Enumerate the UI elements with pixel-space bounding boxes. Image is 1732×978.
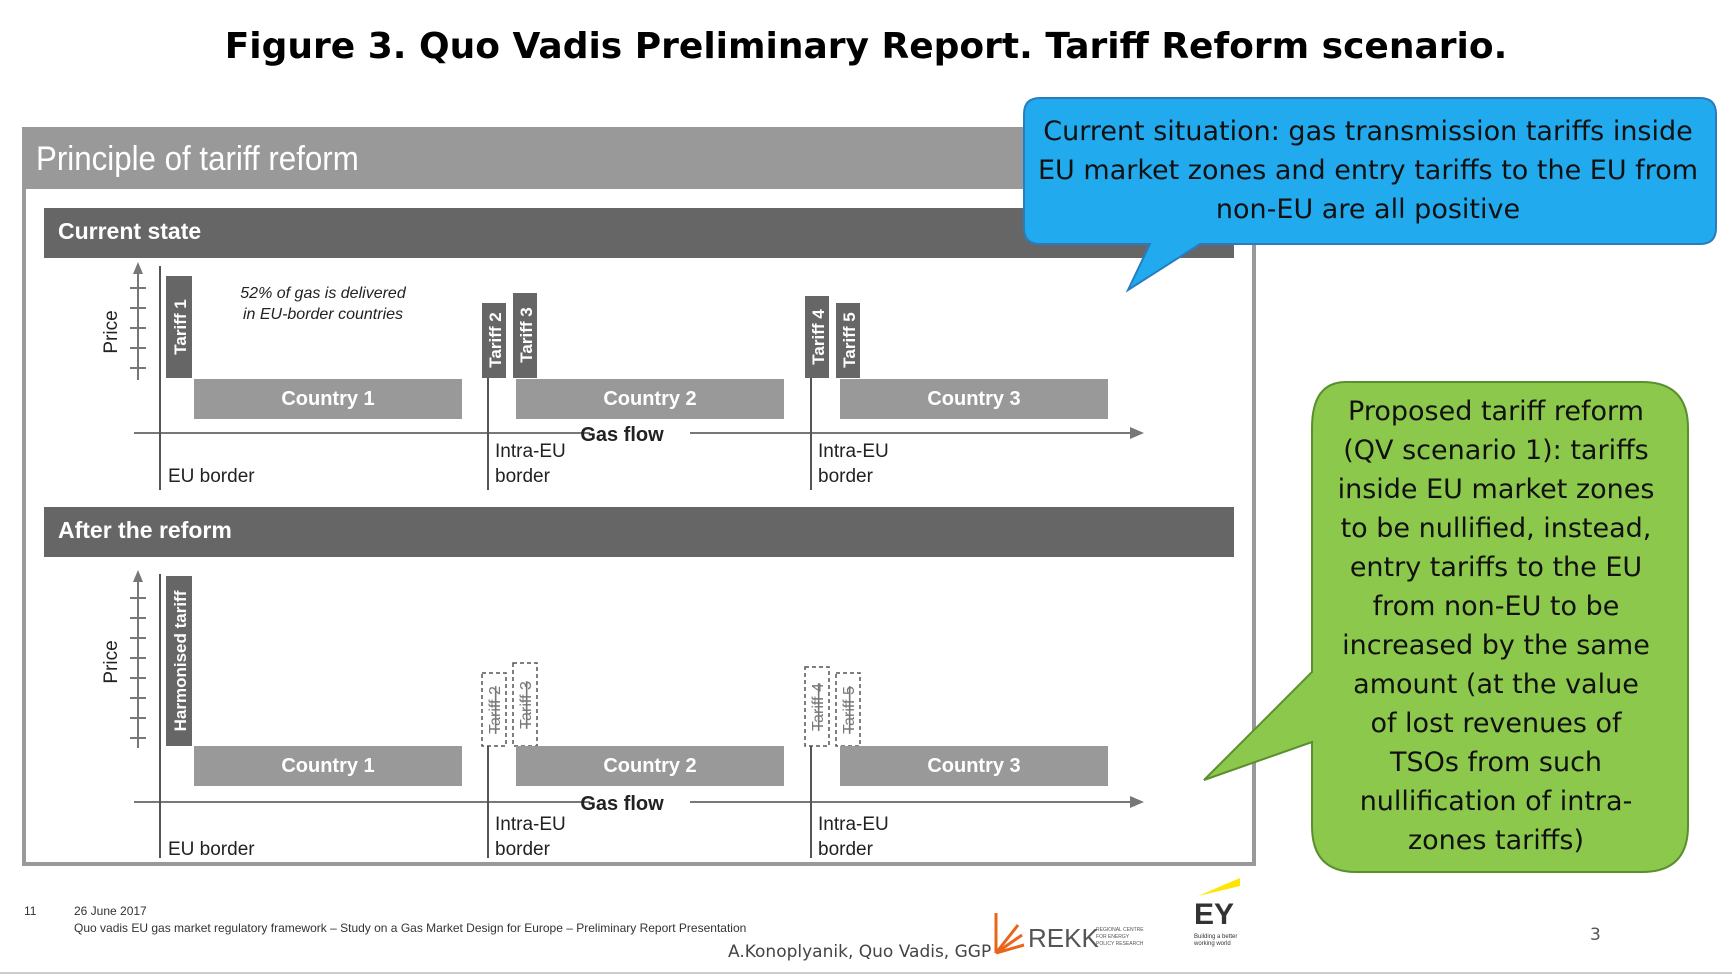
tariff-4-removed-label: Tariff 4	[810, 683, 827, 731]
gas-flow-label: Gas flow	[580, 793, 664, 815]
border-1-label: EU border	[168, 466, 255, 487]
svg-text:REGIONAL CENTRE: REGIONAL CENTRE	[1096, 927, 1144, 933]
author-credit: A.Konoplyanik, Quo Vadis, GGP	[728, 942, 992, 962]
ey-logo: EY Building a better working world	[1190, 876, 1260, 957]
tariff-2-bar	[482, 303, 506, 378]
tariff-4-removed	[804, 666, 830, 747]
slide-title: Principle of tariff reform	[36, 140, 359, 178]
country-3-label: Country 3	[927, 755, 1020, 777]
page-number: 3	[1590, 925, 1601, 945]
gas-flow-arrow	[1130, 796, 1144, 808]
border-2-label-2: border	[495, 839, 551, 860]
border-1-label: EU border	[168, 839, 255, 860]
price-axis-ticks	[130, 597, 146, 739]
svg-text:in EU-border countries: in EU-border countries	[243, 306, 403, 323]
country-2-bar	[516, 379, 784, 419]
country-1-bar	[194, 379, 462, 419]
callout-proposed-reform: Proposed tariff reform (QV scenario 1): …	[1337, 396, 1655, 856]
price-axis-ticks	[130, 287, 146, 369]
price-axis-arrow	[133, 570, 143, 582]
callout-blue-bubble	[1023, 97, 1717, 293]
price-axis-arrow	[133, 262, 143, 274]
tariff-3-bar	[513, 293, 537, 378]
current-state-diagram: Price 52% of gas is delivered in EU-bord…	[22, 258, 1256, 518]
country-1-label: Country 1	[281, 755, 374, 777]
callout-green-bubble	[1203, 381, 1689, 873]
rekk-logo-mark	[994, 913, 1025, 955]
price-axis-label: Price	[101, 310, 122, 353]
country-2-label: Country 2	[603, 755, 696, 777]
slide-caption: Quo vadis EU gas market regulatory frame…	[74, 921, 747, 935]
gas-flow-arrow	[1130, 427, 1144, 439]
svg-text:working world: working world	[1193, 941, 1231, 947]
ey-logo-beam	[1198, 878, 1240, 896]
callout-current-situation: Current situation: gas transmission tari…	[1037, 116, 1699, 225]
border-2-label-1: Intra-EU	[495, 814, 566, 835]
price-axis-label: Price	[101, 640, 122, 683]
section-heading-after: After the reform	[44, 507, 1234, 557]
country-2-bar	[516, 746, 784, 786]
tariff-4-bar	[805, 296, 829, 378]
svg-text:FOR ENERGY: FOR ENERGY	[1096, 934, 1130, 940]
gas-flow-label: Gas flow	[580, 424, 664, 446]
tariff-5-label: Tariff 5	[840, 312, 859, 367]
tariff-1-bar	[166, 276, 192, 378]
rekk-logo-text: REKK	[1028, 923, 1099, 953]
slide-date: 26 June 2017	[74, 904, 147, 918]
country-3-bar	[840, 379, 1108, 419]
harmonised-tariff-label: Harmonised tariff	[171, 590, 190, 731]
figure-title: Figure 3. Quo Vadis Preliminary Report. …	[224, 26, 1508, 67]
tariff-3-label: Tariff 3	[517, 307, 536, 362]
note-52-percent: 52% of gas is delivered in EU-border cou…	[240, 285, 407, 323]
border-3-label-1: Intra-EU	[818, 814, 889, 835]
slide-page-number: 11	[24, 904, 37, 918]
border-2-label-1: Intra-EU	[495, 441, 566, 462]
tariff-1-label: Tariff 1	[171, 299, 190, 354]
border-3-label-2: border	[818, 466, 874, 487]
border-3-label-1: Intra-EU	[818, 441, 889, 462]
harmonised-tariff-bar	[166, 576, 192, 746]
svg-text:52% of gas is delivered: 52% of gas is delivered	[240, 285, 407, 302]
tariff-2-label: Tariff 2	[486, 312, 505, 367]
rekk-logo: REKK REGIONAL CENTRE FOR ENERGY POLICY R…	[992, 905, 1172, 962]
tariff-3-removed-label: Tariff 3	[518, 681, 535, 729]
svg-text:POLICY RESEARCH: POLICY RESEARCH	[1096, 941, 1144, 947]
tariff-2-removed-label: Tariff 2	[487, 686, 504, 734]
country-3-label: Country 3	[927, 388, 1020, 410]
tariff-4-label: Tariff 4	[809, 309, 828, 365]
svg-text:Building a better: Building a better	[1194, 934, 1237, 940]
tariff-5-bar	[836, 303, 860, 378]
tariff-5-removed-label: Tariff 5	[841, 686, 858, 734]
border-2-label-2: border	[495, 466, 551, 487]
bottom-rule	[0, 972, 1732, 974]
ey-logo-text: EY	[1194, 898, 1234, 931]
after-reform-diagram: Price Harmonised tariff Tariff 2 Tariff …	[22, 570, 1256, 860]
country-1-bar	[194, 746, 462, 786]
tariff-2-removed	[481, 672, 507, 747]
border-3-label-2: border	[818, 839, 874, 860]
country-1-label: Country 1	[281, 388, 374, 410]
country-2-label: Country 2	[603, 388, 696, 410]
country-3-bar	[840, 746, 1108, 786]
